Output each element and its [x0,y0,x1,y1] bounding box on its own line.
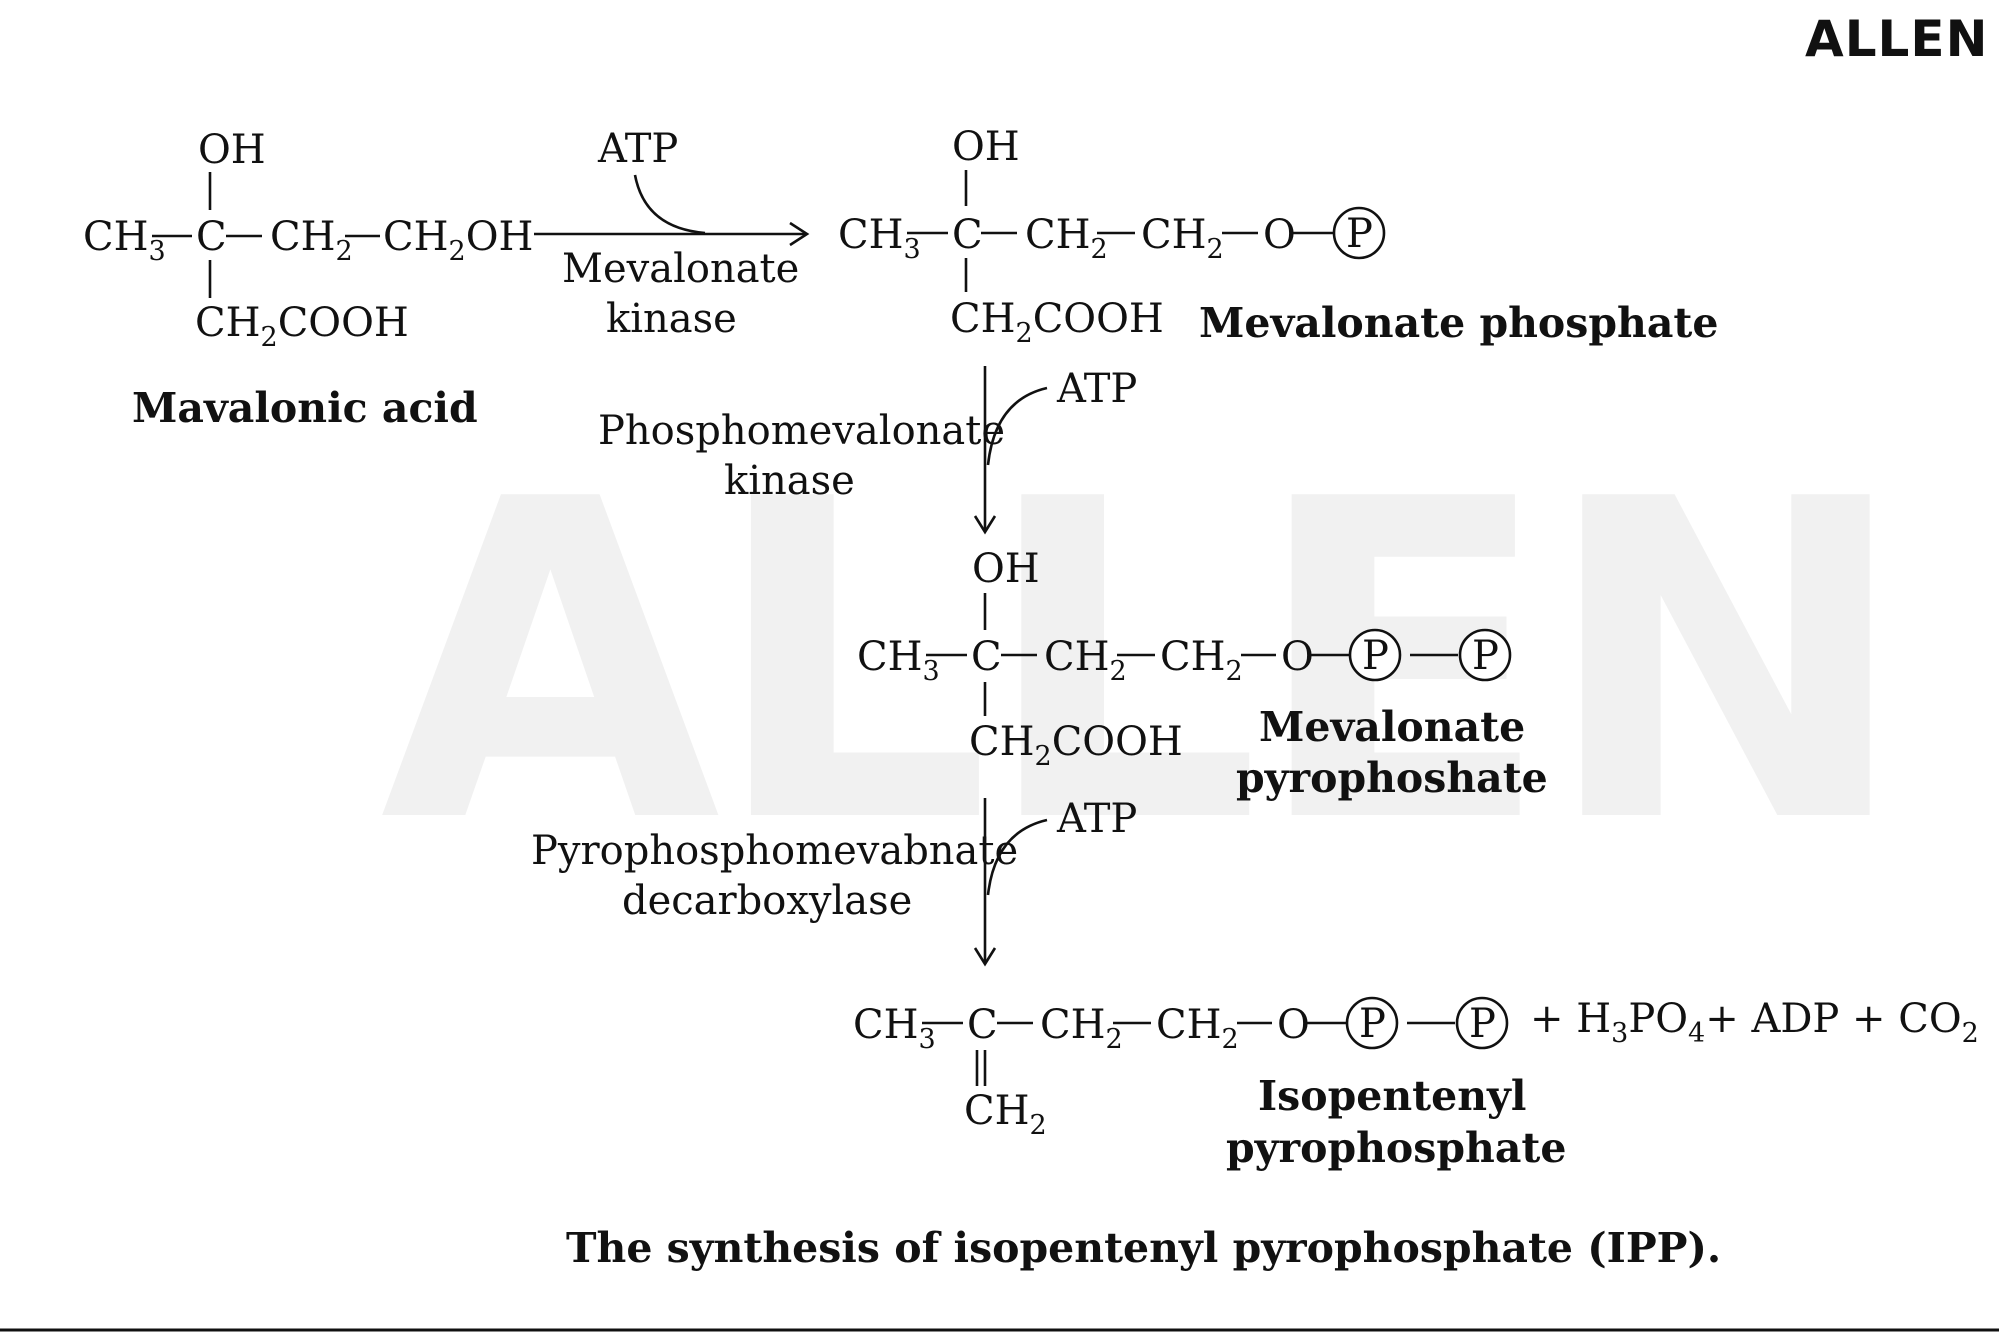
oh-group: OH [198,127,266,173]
ch2cooh-group: CH2COOH [195,300,409,353]
atp-curve [986,818,1048,896]
ch3-group: CH3 [853,1002,936,1055]
phosphate-circle [1458,628,1512,682]
enzyme-mevalonate-kinase-line2: kinase [606,296,737,342]
ch2-group: CH2 [1156,1002,1239,1055]
watermark: ALLEN [380,407,1900,919]
atp-curve [633,174,706,235]
oh-group: OH [972,546,1040,592]
atp-curve [986,386,1048,466]
allen-logo: ALLEN [1805,10,1988,68]
central-carbon: C [967,1002,998,1048]
central-carbon: C [952,212,983,258]
central-carbon: C [971,634,1002,680]
figure-caption: The synthesis of isopentenyl pyrophospha… [566,1224,1721,1272]
mevalonate-phosphate-label: Mevalonate phosphate [1199,299,1718,347]
atp-cofactor-2: ATP [1056,366,1137,412]
enzyme-mevalonate-kinase-line1: Mevalonate [562,246,799,292]
ch2cooh-group: CH2COOH [950,296,1164,349]
atp-cofactor-1: ATP [597,126,678,172]
reaction-arrow-3 [973,798,1048,967]
mevalonate-pyrophosphate-label-line2: pyrophoshate [1236,754,1548,802]
oh-group: OH [952,124,1020,170]
phosphate-circle [1348,628,1402,682]
mevalonate-phosphate-structure: OH CH3 C CH2 CH2 O P CH2COOH [838,124,1386,349]
ch2-group: CH2 [1141,212,1224,265]
enzyme-phosphomevalonate-kinase-line1: Phosphomevalonate [598,408,1005,454]
arrowhead [789,221,810,247]
ch2-group: CH2 [1044,634,1127,687]
phosphate-circle [1332,206,1386,260]
oxygen-atom: O [1277,1002,1310,1048]
enzyme-decarboxylase-line1: Pyrophosphomevabnate [531,828,1018,874]
mevalonate-pyrophosphate-label-line1: Mevalonate [1259,703,1525,751]
ch2oh-group: CH2OH [383,214,533,267]
enzyme-decarboxylase-line2: decarboxylase [622,878,912,924]
phosphate-circle [1455,996,1509,1050]
reaction-arrow-1 [534,174,810,247]
oxygen-atom: O [1281,634,1314,680]
central-carbon: C [196,214,227,260]
isopentenyl-pyrophosphate-structure: CH3 C CH2 CH2 O P P CH2 [853,996,1509,1141]
mevalonate-pyrophosphate-structure: OH CH3 C CH2 CH2 O P P CH2COOH [857,546,1512,772]
ch2-group: CH2 [1040,1002,1123,1055]
ch2-group: CH2 [270,214,353,267]
phosphate-p: P [1469,1001,1496,1047]
ch2-group: CH2 [1160,634,1243,687]
arrowhead [973,947,997,967]
arrowhead [973,515,997,535]
atp-cofactor-3: ATP [1056,796,1137,842]
ch2-group: CH2 [1025,212,1108,265]
ch3-group: CH3 [857,634,940,687]
isopentenyl-pyrophosphate-label-line2: pyrophosphate [1226,1124,1566,1172]
phosphate-circle [1345,996,1399,1050]
reaction-arrow-2 [973,366,1048,535]
ch3-group: CH3 [83,214,166,267]
ch3-group: CH3 [838,212,921,265]
mavalonic-acid-label: Mavalonic acid [132,384,478,432]
ch2cooh-group: CH2COOH [969,719,1183,772]
phosphate-p: P [1359,1001,1386,1047]
enzyme-phosphomevalonate-kinase-line2: kinase [724,458,855,504]
oxygen-atom: O [1263,212,1296,258]
phosphate-p: P [1346,211,1373,257]
phosphate-p: P [1362,633,1389,679]
byproducts: + H3PO4+ ADP + CO2 [1530,996,1979,1049]
phosphate-p: P [1472,633,1499,679]
ch2-group: CH2 [964,1088,1047,1141]
mavalonic-acid-structure: OH CH3 C CH2 CH2OH CH2COOH [83,127,533,353]
isopentenyl-pyrophosphate-label-line1: Isopentenyl [1258,1072,1526,1120]
